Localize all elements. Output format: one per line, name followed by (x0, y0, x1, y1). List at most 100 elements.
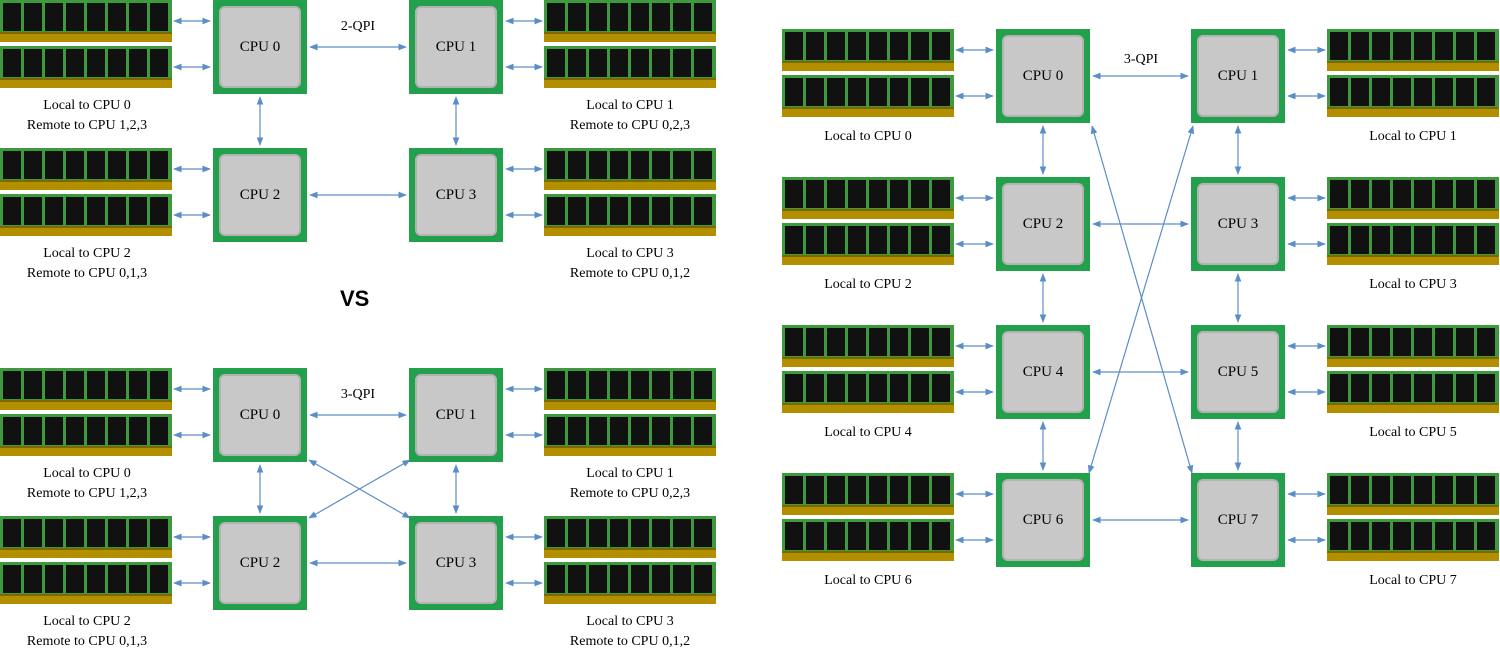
cpu-label: CPU 0 (219, 374, 301, 456)
dimm-module (1327, 473, 1499, 515)
dimm-module (1327, 223, 1499, 265)
remote-label: Remote to CPU 1,2,3 (26, 486, 148, 501)
local-label: Local to CPU 3 (586, 246, 674, 261)
memory-label-cpu-1: Local to CPU 1 Remote to CPU 0,2,3 (530, 96, 730, 136)
cpu-socket-0: CPU 0 (213, 0, 307, 94)
dimm-module (544, 46, 716, 88)
dimm-module (1327, 325, 1499, 367)
dimm-module (1327, 371, 1499, 413)
cpu-socket-0: CPU 0 (996, 29, 1090, 123)
dimm-module (782, 371, 954, 413)
remote-label: Remote to CPU 0,2,3 (569, 118, 691, 133)
local-label: Local to CPU 0 (824, 129, 912, 144)
local-label: Local to CPU 1 (586, 466, 674, 481)
qpi-label: 3-QPI (340, 387, 376, 402)
cpu-socket-7: CPU 7 (1191, 473, 1285, 567)
cpu-socket-3: CPU 3 (409, 516, 503, 610)
dimm-module (0, 46, 172, 88)
cpu-socket-2: CPU 2 (213, 148, 307, 242)
remote-label: Remote to CPU 1,2,3 (26, 118, 148, 133)
dimm-module (782, 29, 954, 71)
local-label: Local to CPU 3 (586, 614, 674, 629)
cpu-socket-0: CPU 0 (213, 368, 307, 462)
memory-label-cpu-3: Local to CPU 3 (1313, 275, 1500, 295)
cpu-label: CPU 3 (415, 522, 497, 604)
dimm-module (0, 516, 172, 558)
memory-label-cpu-4: Local to CPU 4 (768, 423, 968, 443)
remote-label: Remote to CPU 0,1,3 (26, 266, 148, 281)
memory-label-cpu-2: Local to CPU 2 Remote to CPU 0,1,3 (0, 612, 187, 652)
cpu-socket-1: CPU 1 (409, 368, 503, 462)
dimm-module (544, 414, 716, 456)
local-label: Local to CPU 1 (586, 98, 674, 113)
remote-label: Remote to CPU 0,1,2 (569, 266, 691, 281)
local-label: Local to CPU 6 (824, 573, 912, 588)
memory-label-cpu-6: Local to CPU 6 (768, 571, 968, 591)
local-label: Local to CPU 0 (43, 98, 131, 113)
cpu-label: CPU 1 (415, 374, 497, 456)
dimm-module (782, 75, 954, 117)
cpu-label: CPU 0 (219, 6, 301, 88)
remote-label: Remote to CPU 0,2,3 (569, 486, 691, 501)
memory-label-cpu-0: Local to CPU 0 Remote to CPU 1,2,3 (0, 96, 187, 136)
dimm-module (782, 325, 954, 367)
dimm-module (782, 177, 954, 219)
memory-label-cpu-7: Local to CPU 7 (1313, 571, 1500, 591)
cpu-socket-2: CPU 2 (213, 516, 307, 610)
local-label: Local to CPU 5 (1369, 425, 1457, 440)
cpu-socket-6: CPU 6 (996, 473, 1090, 567)
remote-label: Remote to CPU 0,1,3 (26, 634, 148, 649)
dimm-module (0, 0, 172, 42)
cpu-label: CPU 2 (219, 522, 301, 604)
dimm-module (0, 148, 172, 190)
cpu-label: CPU 2 (1002, 183, 1084, 265)
qpi-link-arrow (1087, 125, 1195, 474)
local-label: Local to CPU 4 (824, 425, 912, 440)
dimm-module (544, 0, 716, 42)
memory-label-cpu-3: Local to CPU 3 Remote to CPU 0,1,2 (530, 244, 730, 284)
cpu-socket-3: CPU 3 (409, 148, 503, 242)
remote-label: Remote to CPU 0,1,2 (569, 634, 691, 649)
dimm-module (782, 519, 954, 561)
local-label: Local to CPU 1 (1369, 129, 1457, 144)
dimm-module (544, 194, 716, 236)
memory-label-cpu-1: Local to CPU 1 (1313, 127, 1500, 147)
memory-label-cpu-0: Local to CPU 0 (768, 127, 968, 147)
dimm-module (0, 368, 172, 410)
qpi-link-arrow (308, 459, 411, 519)
memory-label-cpu-2: Local to CPU 2 (768, 275, 968, 295)
dimm-module (0, 414, 172, 456)
cpu-label: CPU 5 (1197, 331, 1279, 413)
local-label: Local to CPU 7 (1369, 573, 1457, 588)
vs-label: VS (340, 286, 370, 311)
cpu-label: CPU 6 (1002, 479, 1084, 561)
cpu-label: CPU 4 (1002, 331, 1084, 413)
local-label: Local to CPU 2 (43, 614, 131, 629)
cpu-socket-2: CPU 2 (996, 177, 1090, 271)
cpu-label: CPU 3 (1197, 183, 1279, 265)
dimm-module (544, 148, 716, 190)
dimm-module (544, 516, 716, 558)
cpu-socket-4: CPU 4 (996, 325, 1090, 419)
cpu-label: CPU 0 (1002, 35, 1084, 117)
local-label: Local to CPU 2 (824, 277, 912, 292)
memory-label-cpu-5: Local to CPU 5 (1313, 423, 1500, 443)
qpi-label: 2-QPI (340, 19, 376, 34)
dimm-module (0, 562, 172, 604)
memory-label-cpu-2: Local to CPU 2 Remote to CPU 0,1,3 (0, 244, 187, 284)
memory-label-cpu-1: Local to CPU 1 Remote to CPU 0,2,3 (530, 464, 730, 504)
cpu-socket-5: CPU 5 (1191, 325, 1285, 419)
dimm-module (1327, 177, 1499, 219)
dimm-module (544, 368, 716, 410)
cpu-label: CPU 2 (219, 154, 301, 236)
dimm-module (544, 562, 716, 604)
cpu-label: CPU 1 (415, 6, 497, 88)
qpi-label: 3-QPI (1123, 52, 1159, 67)
cpu-label: CPU 3 (415, 154, 497, 236)
dimm-module (1327, 29, 1499, 71)
cpu-socket-1: CPU 1 (1191, 29, 1285, 123)
cpu-label: CPU 1 (1197, 35, 1279, 117)
local-label: Local to CPU 2 (43, 246, 131, 261)
